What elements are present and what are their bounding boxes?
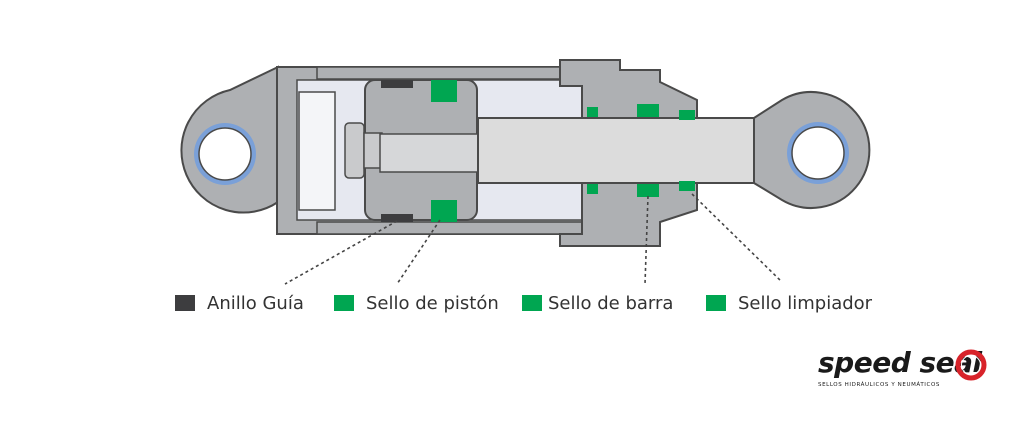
piston-rod-inner [379,133,483,173]
piston-nut [344,122,365,179]
rod-seal-bottom [637,184,659,197]
barrel-bottom-wall [316,221,598,235]
legend-label: Sello de barra [548,292,674,314]
green-square-icon [334,295,354,311]
piston-rod [477,117,755,184]
wiper-seal-bottom [679,181,695,191]
rod-seal-top [637,104,659,117]
legend: Anillo Guía Sello de pistón Sello de bar… [0,290,1024,320]
rod-eye-hole [791,126,845,180]
leader-rod-seal [644,195,649,285]
dark-square-icon [175,295,195,311]
brand-tagline: SELLOS HIDRÁULICOS Y NEUMÁTICOS [818,382,940,388]
wiper-seal-top [679,110,695,120]
piston-seal-bottom [431,200,457,222]
end-cap-inner [298,91,336,211]
ring-logo-inner [961,355,981,375]
ring-logo-outer [955,349,987,381]
brand-logo: speed seal SELLOS HIDRÁULICOS Y NEUMÁTIC… [818,344,998,392]
guide-ring-top [381,80,413,88]
legend-item-rod-seal: Sello de barra [522,290,673,316]
legend-item-wiper-seal: Sello limpiador [706,290,872,316]
guide-ring-bottom [381,214,413,222]
green-square-icon [522,295,542,311]
legend-label: Sello limpiador [738,292,873,314]
head-seal-top [587,107,598,117]
green-square-icon [706,295,726,311]
legend-item-piston-seal: Sello de pistón [334,290,499,316]
piston-seal-top [431,80,457,102]
leader-wiper-seal [691,193,783,283]
legend-label: Anillo Guía [207,292,304,314]
ring-logo-icon [955,349,987,381]
brand-name: speed seal [818,346,982,379]
head-seal-bottom [587,184,598,194]
rear-eye-hole [198,127,252,181]
barrel-top-wall [316,66,598,80]
legend-label: Sello de pistón [366,292,499,314]
legend-item-guide-ring: Anillo Guía [175,290,304,316]
leader-piston-seal [396,219,441,285]
